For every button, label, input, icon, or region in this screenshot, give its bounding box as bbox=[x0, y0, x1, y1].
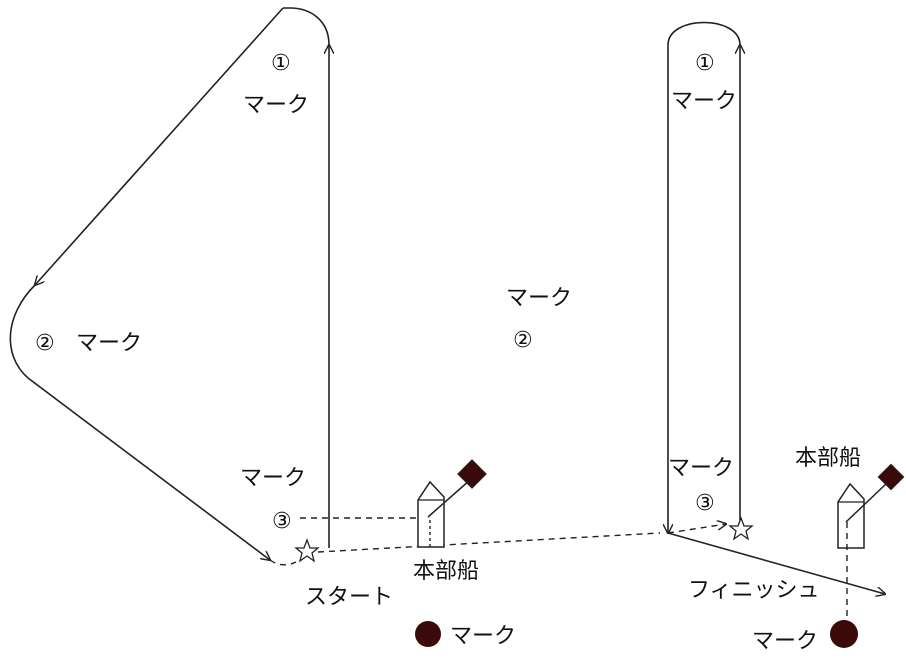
left-mark2-label: マーク bbox=[76, 331, 142, 356]
right-mark3-number: ③ bbox=[695, 491, 715, 516]
right-mark1-label: マーク bbox=[671, 89, 737, 114]
left-mark1-label: マーク bbox=[243, 93, 309, 118]
right-leg-to-mark3 bbox=[667, 524, 726, 534]
middle-mark2-label: マーク bbox=[506, 286, 572, 311]
right-mark1-number: ① bbox=[695, 51, 715, 76]
left-mark1-number: ① bbox=[271, 51, 291, 76]
left-rounding-end bbox=[269, 559, 297, 566]
start-star-icon bbox=[294, 538, 320, 563]
left-buoy-icon bbox=[415, 621, 441, 647]
middle-mark2: マーク ② bbox=[506, 286, 572, 353]
right-flag-icon bbox=[877, 463, 905, 491]
right-buoy-icon bbox=[830, 620, 858, 648]
right-buoy-label: マーク bbox=[752, 629, 818, 654]
left-mark3-label: マーク bbox=[240, 466, 306, 491]
start-line bbox=[317, 532, 661, 553]
left-mark3-number: ③ bbox=[272, 509, 292, 534]
left-course: ① マーク ② マーク マーク ③ 本部船 スタート マーク bbox=[9, 7, 661, 649]
finish-label: フィニッシュ bbox=[688, 578, 820, 603]
right-mark3-label: マーク bbox=[668, 456, 734, 481]
left-rounding-mark2 bbox=[9, 284, 36, 379]
left-committee-boat-icon bbox=[417, 479, 471, 548]
right-committee-boat-icon bbox=[837, 482, 888, 549]
finish-leg bbox=[667, 532, 885, 594]
left-leg-to-mark2 bbox=[35, 7, 284, 285]
start-label: スタート bbox=[305, 585, 393, 610]
middle-mark2-number: ② bbox=[513, 328, 533, 353]
right-course: ① マーク マーク ③ 本部船 フィニッシュ マーク bbox=[667, 21, 905, 654]
left-mark2-number: ② bbox=[35, 331, 55, 356]
left-flag-icon bbox=[457, 459, 487, 489]
right-committee-boat-label: 本部船 bbox=[795, 446, 861, 471]
right-rounding-mark1 bbox=[667, 21, 741, 46]
right-star-icon bbox=[728, 516, 754, 541]
left-buoy-label: マーク bbox=[450, 624, 516, 649]
left-leg-to-mark3 bbox=[27, 377, 270, 560]
left-committee-boat-label: 本部船 bbox=[413, 559, 479, 584]
left-rounding-mark1 bbox=[283, 7, 330, 46]
